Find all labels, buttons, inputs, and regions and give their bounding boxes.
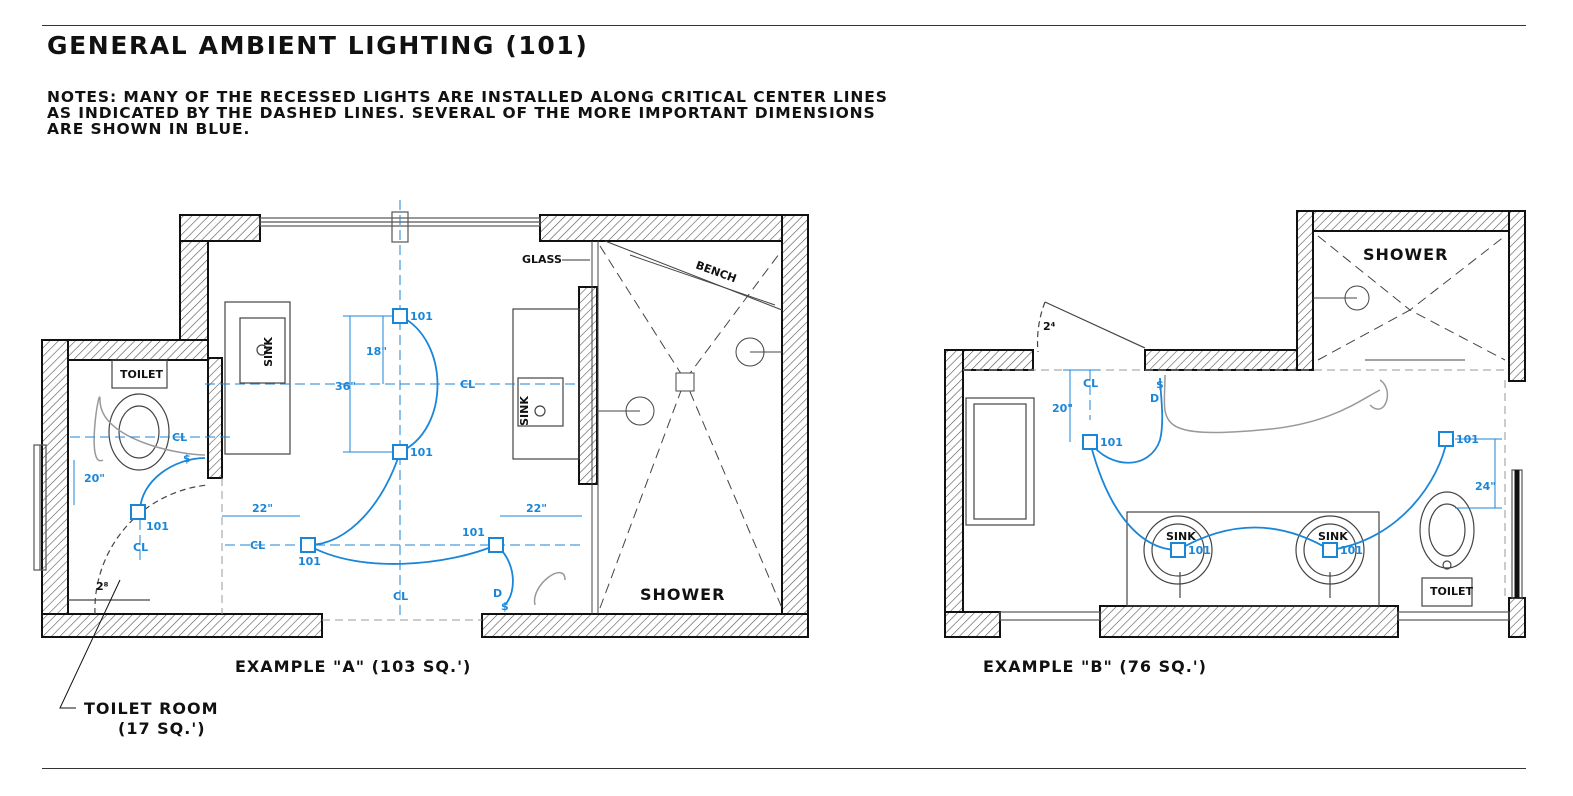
plan-b-windows xyxy=(999,469,1523,621)
plan-b-dim-20: 20" xyxy=(1052,402,1073,415)
plan-a-switch-2: $ xyxy=(183,452,191,465)
plan-a-tag-3: 101 xyxy=(298,555,321,568)
plan-b-lights xyxy=(1082,431,1454,558)
plan-a-caption: EXAMPLE "A" (103 SQ.') xyxy=(235,657,471,676)
plan-a-sink-2-label: SINK xyxy=(518,396,531,426)
plan-b-room-dashes xyxy=(963,369,1509,598)
plan-a-dim-22-right: 22" xyxy=(526,502,547,515)
plan-b-door-size: 2⁴ xyxy=(1043,320,1056,333)
plan-b-toilet-label: TOILET xyxy=(1430,585,1473,598)
plan-a-dim-20: 20" xyxy=(84,472,105,485)
plan-a-tag-5: 101 xyxy=(146,520,169,533)
top-rule xyxy=(42,25,1526,26)
plan-a-sink-1-label: SINK xyxy=(262,337,275,367)
recessed-light-icon xyxy=(300,537,316,553)
recessed-light-icon xyxy=(392,308,408,324)
sheet-title: General Ambient Lighting (101) xyxy=(47,31,589,60)
bottom-rule xyxy=(42,768,1526,769)
plan-a-switch-1: $ xyxy=(501,600,509,613)
plan-a-toilet-label: TOILET xyxy=(120,368,163,381)
plan-b-wiring xyxy=(1089,377,1448,551)
plan-b-switch-1: $ xyxy=(1156,378,1164,391)
plan-a-dim-18: 18" xyxy=(366,345,387,358)
plan-b-dimensions xyxy=(1063,369,1502,509)
plan-b-sink-1-label: SINK xyxy=(1166,530,1196,543)
plan-b-tag-4: 101 xyxy=(1340,544,1363,557)
recessed-light-icon xyxy=(1082,434,1098,450)
plan-b-door xyxy=(1036,301,1146,353)
plan-b-shower-label: SHOWER xyxy=(1363,245,1448,264)
toilet-room-line1: TOILET ROOM xyxy=(84,699,219,718)
toilet-room-callout: TOILET ROOM (17 SQ.') xyxy=(59,579,219,738)
plan-b-sink-2-label: SINK xyxy=(1318,530,1348,543)
plan-a-room-dashes xyxy=(221,478,482,621)
plan-b-vanity xyxy=(1126,511,1380,607)
plan-a-door-size: 2⁸ xyxy=(96,580,109,593)
plan-b: SHOWER 2⁴ SINK SINK xyxy=(944,210,1526,676)
plan-a-shower-label: SHOWER xyxy=(640,585,725,604)
recessed-light-icon xyxy=(1438,431,1454,447)
plan-b-walls xyxy=(944,210,1526,638)
plan-b-tub xyxy=(965,397,1035,526)
recessed-light-icon xyxy=(392,444,408,460)
plan-a-dimmer-label: D xyxy=(493,587,502,600)
plan-a-dimensions xyxy=(73,315,582,517)
plan-a-cl-3: CL xyxy=(393,590,408,603)
plan-a-toilet xyxy=(68,359,209,615)
recessed-light-icon xyxy=(130,504,146,520)
toilet-room-line2: (17 SQ.') xyxy=(118,719,206,738)
plan-a-dim-36: 36" xyxy=(335,380,356,393)
plan-a: SHOWER BENCH GLASS SINK SINK TOILET 2⁸ xyxy=(33,200,809,676)
plan-a-glass-label: GLASS xyxy=(522,253,562,266)
plan-a-centerlines xyxy=(70,200,582,620)
plan-a-tag-1: 101 xyxy=(410,310,433,323)
plan-b-tag-2: 101 xyxy=(1456,433,1479,446)
recessed-light-icon xyxy=(488,537,504,553)
plan-a-tag-2: 101 xyxy=(410,446,433,459)
plan-a-walls xyxy=(41,214,809,638)
plan-b-dim-24: 24" xyxy=(1475,480,1496,493)
plan-b-toilet xyxy=(1419,491,1475,607)
plan-a-shower xyxy=(591,240,783,614)
plan-a-bench-label: BENCH xyxy=(694,259,738,286)
recessed-light-icon xyxy=(1170,542,1186,558)
plan-a-cl-5: CL xyxy=(133,541,148,554)
plan-b-dimmer-label: D xyxy=(1150,392,1159,405)
plan-a-lights xyxy=(130,308,504,553)
plan-a-wiring xyxy=(139,315,514,606)
plan-a-cl-1: CL xyxy=(460,378,475,391)
sheet-notes: Notes: Many of the recessed lights are i… xyxy=(47,88,888,138)
plan-a-cl-2: CL xyxy=(250,539,265,552)
plan-a-vanities xyxy=(224,301,580,460)
plan-a-tag-4: 101 xyxy=(462,526,485,539)
plan-b-tag-1: 101 xyxy=(1100,436,1123,449)
plan-b-tag-3: 101 xyxy=(1188,544,1211,557)
plan-b-cl: CL xyxy=(1083,377,1098,390)
plan-b-shower xyxy=(1313,235,1506,361)
plan-a-cl-4: CL xyxy=(172,431,187,444)
plan-a-dim-22-left: 22" xyxy=(252,502,273,515)
plan-b-caption: EXAMPLE "B" (76 SQ.') xyxy=(983,657,1207,676)
recessed-light-icon xyxy=(1322,542,1338,558)
